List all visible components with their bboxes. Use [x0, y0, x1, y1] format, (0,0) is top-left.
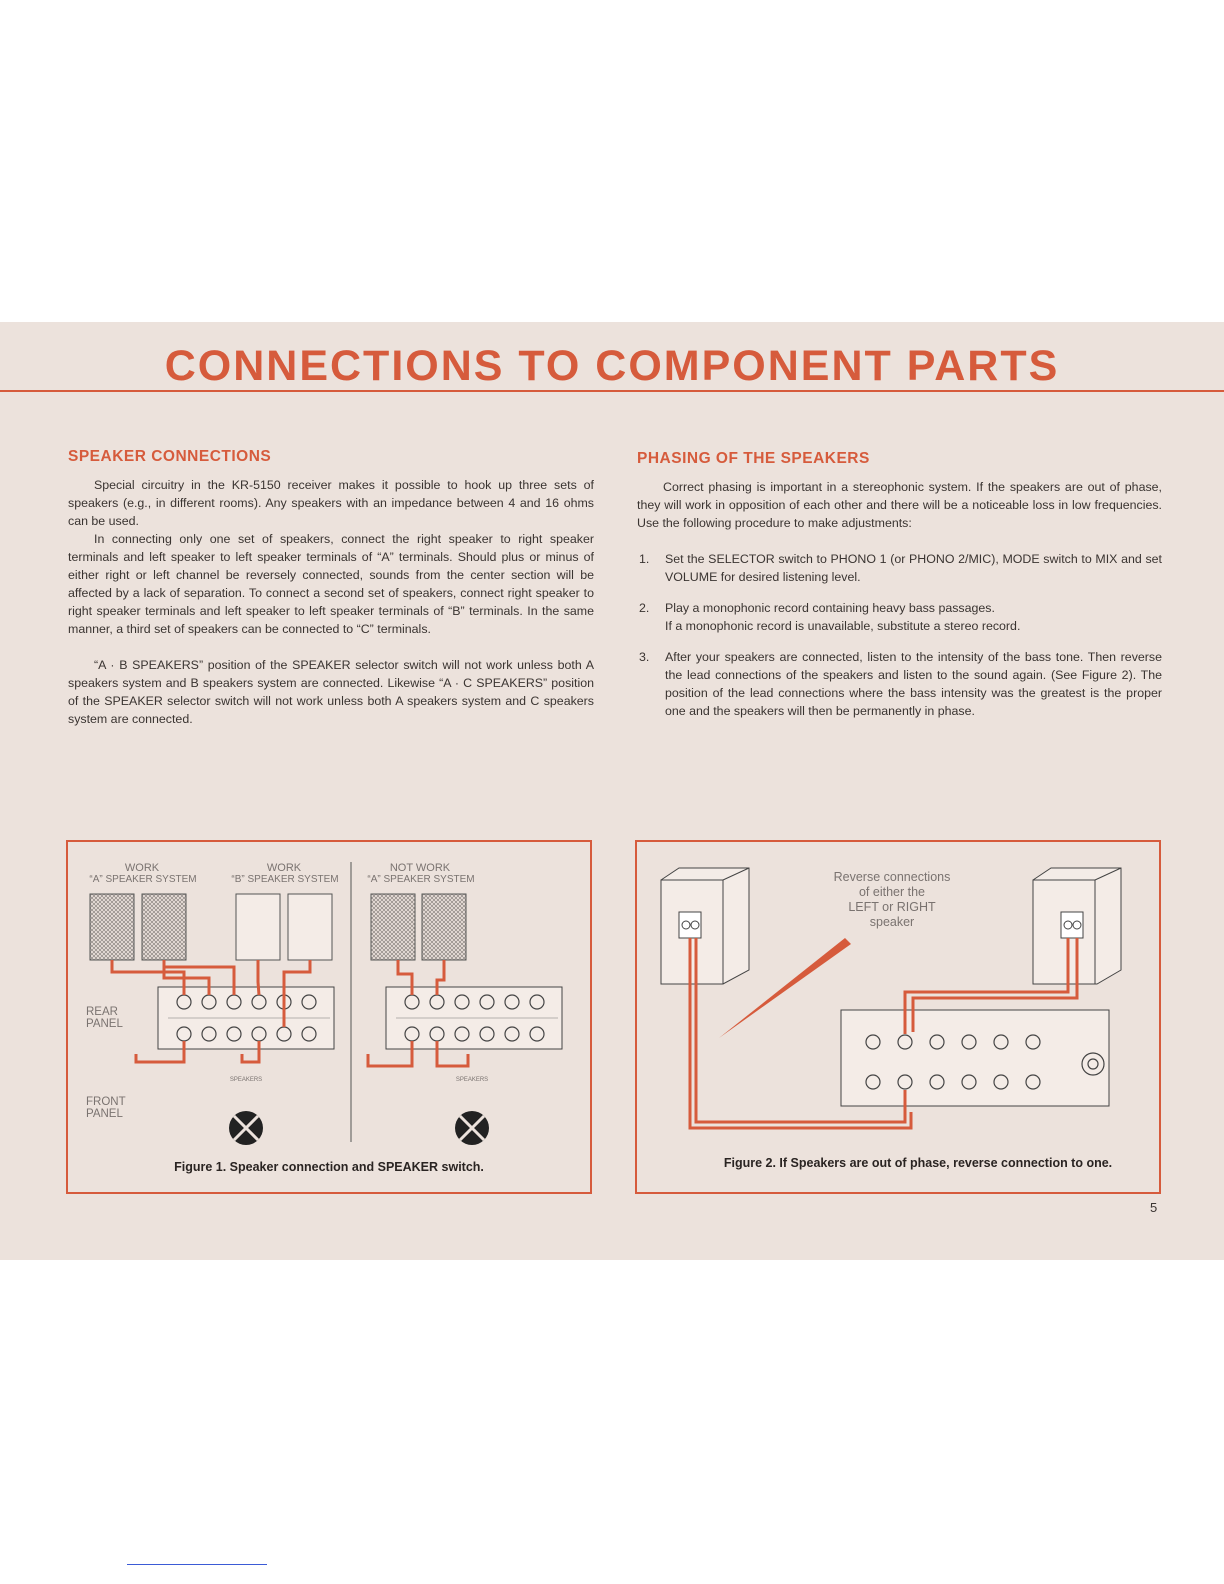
speaker-b-right [287, 893, 333, 961]
step-text: Play a monophonic record containing heav… [665, 601, 995, 615]
page-title: CONNECTIONS TO COMPONENT PARTS [164, 342, 1060, 390]
step-text-continued: If a monophonic record is unavailable, s… [665, 619, 1021, 633]
phasing-step: 2. Play a monophonic record containing h… [637, 599, 1162, 635]
phasing-heading: PHASING OF THE SPEAKERS [637, 450, 870, 467]
figure-2: Reverse connections of either the LEFT o… [635, 840, 1161, 1194]
speaker-left-cabinet [660, 867, 750, 985]
fig1-label-c-status: NOT WORK [389, 862, 451, 874]
fig1-label-c-sys: “A” SPEAKER SYSTEM [367, 874, 475, 885]
speaker-a-right [141, 893, 187, 961]
phasing-step: 3. After your speakers are connected, li… [637, 648, 1162, 720]
step-number: 2. [639, 601, 650, 615]
fig1-speakers-label-right: SPEAKERS [455, 1077, 489, 1083]
speaker-wires [688, 938, 1079, 1130]
speaker-switch-right [455, 1111, 489, 1145]
phasing-step: 1. Set the SELECTOR switch to PHONO 1 (o… [637, 550, 1162, 586]
title-rule [0, 390, 1224, 392]
speaker-connections-p3: “A · B SPEAKERS” position of the SPEAKER… [68, 658, 594, 726]
receiver-rear-panel [840, 1009, 1110, 1107]
fig1-rear-panel-label: REAR PANEL [86, 1006, 123, 1030]
fig1-label-a-sys: “A” SPEAKER SYSTEM [89, 874, 197, 885]
speaker-connections-section: SPEAKER CONNECTIONS Special circuitry in… [68, 448, 594, 728]
step-number: 1. [639, 552, 650, 566]
reverse-pointer [719, 938, 851, 1038]
speaker-connections-p1: Special circuitry in the KR-5150 receive… [68, 478, 594, 528]
speaker-connections-heading: SPEAKER CONNECTIONS [68, 448, 272, 465]
phasing-steps: 1. Set the SELECTOR switch to PHONO 1 (o… [637, 550, 1162, 720]
speaker-c-right [421, 893, 467, 961]
page-number: 5 [1150, 1200, 1158, 1215]
speaker-wires [110, 960, 470, 1068]
figure-2-diagram [660, 867, 1122, 1130]
manual-page: CONNECTIONS TO COMPONENT PARTS SPEAKER C… [0, 322, 1224, 1260]
fig1-label-a-status: WORK [124, 862, 160, 874]
step-number: 3. [639, 650, 650, 664]
speaker-connections-p2: In connecting only one set of speakers, … [68, 532, 594, 636]
figure-1-diagram [89, 862, 563, 1145]
speaker-c-left [370, 893, 416, 961]
figure-2-caption: Figure 2. If Speakers are out of phase, … [723, 1156, 1113, 1170]
figure-1: WORK “A” SPEAKER SYSTEM WORK “B” SPEAKER… [66, 840, 592, 1194]
fig1-speakers-label: SPEAKERS [229, 1077, 263, 1083]
step-text: After your speakers are connected, liste… [665, 650, 1162, 718]
footer-link-line [127, 1564, 267, 1565]
fig1-label-b-sys: “B” SPEAKER SYSTEM [231, 874, 339, 885]
phasing-section: PHASING OF THE SPEAKERS Correct phasing … [637, 450, 1162, 733]
step-text: Set the SELECTOR switch to PHONO 1 (or P… [665, 552, 1162, 584]
rear-panel-left [157, 986, 335, 1050]
speaker-b-left [235, 893, 281, 961]
speaker-right-cabinet [1032, 867, 1122, 985]
fig1-front-panel-label: FRONT PANEL [86, 1096, 126, 1120]
fig2-note: Reverse connections of either the LEFT o… [833, 870, 951, 929]
speaker-switch-left [229, 1111, 263, 1145]
fig1-label-b-status: WORK [266, 862, 302, 874]
figure-1-caption: Figure 1. Speaker connection and SPEAKER… [174, 1160, 484, 1174]
rear-panel-right [385, 986, 563, 1050]
phasing-intro: Correct phasing is important in a stereo… [637, 480, 1162, 530]
speaker-a-left [89, 893, 135, 961]
